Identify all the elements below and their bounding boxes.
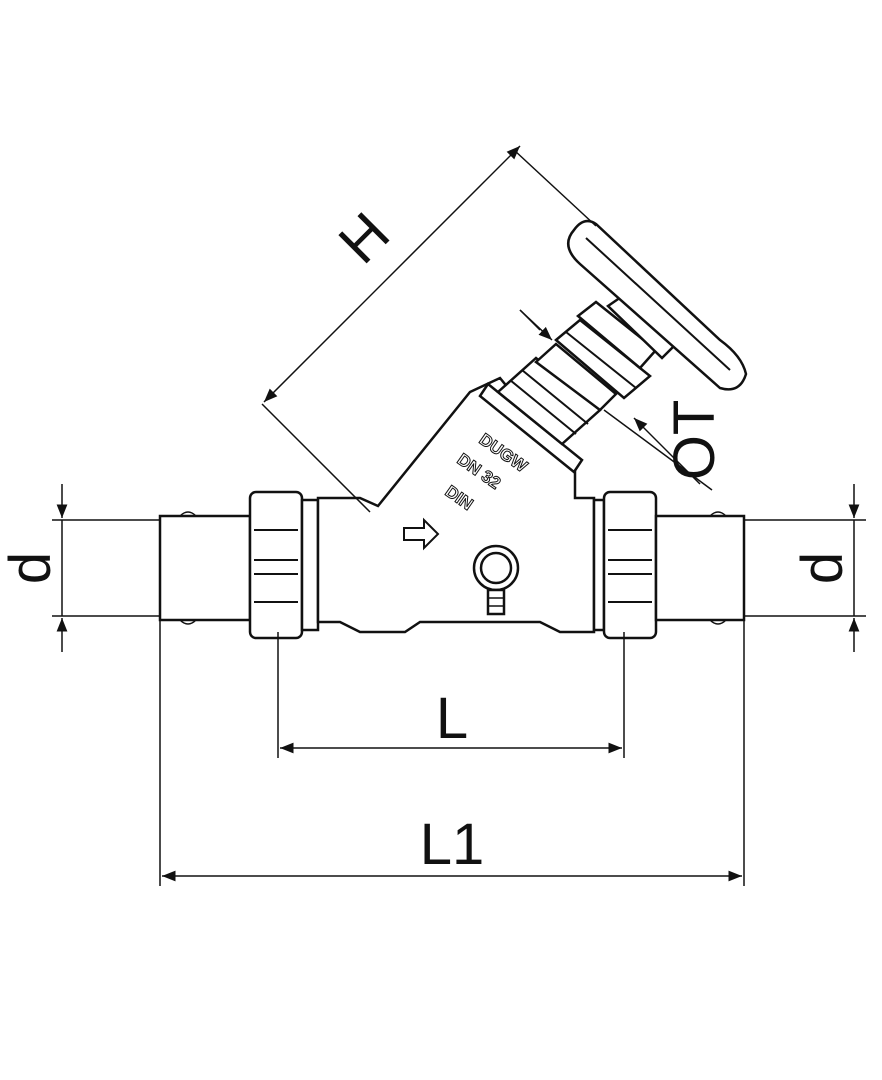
dimension-label-d-right: d (790, 552, 855, 584)
dimension-l1: L1 (159, 620, 745, 886)
valve-body-group: DUGW DN 32 DIN (158, 219, 748, 640)
left-union-nut (248, 490, 304, 640)
dimension-ot: OT (519, 309, 727, 491)
flow-direction-icon (403, 517, 440, 551)
bonnet (478, 300, 658, 474)
handwheel (567, 219, 748, 391)
dimension-label-l: L (436, 686, 468, 751)
dimension-label-h: H (326, 200, 402, 276)
dimension-d-right: d (744, 484, 866, 652)
right-union-nut (602, 490, 658, 640)
left-pipe-stub (158, 514, 252, 622)
right-pipe-stub (654, 514, 746, 622)
dimension-label-l1: L1 (420, 812, 485, 877)
test-point (472, 544, 520, 616)
dimension-d-left: d (0, 484, 160, 652)
dimension-label-d-left: d (0, 552, 63, 584)
valve-main-body (316, 376, 596, 634)
dimension-label-ot: OT (662, 400, 727, 481)
dimension-l: L (277, 632, 625, 758)
